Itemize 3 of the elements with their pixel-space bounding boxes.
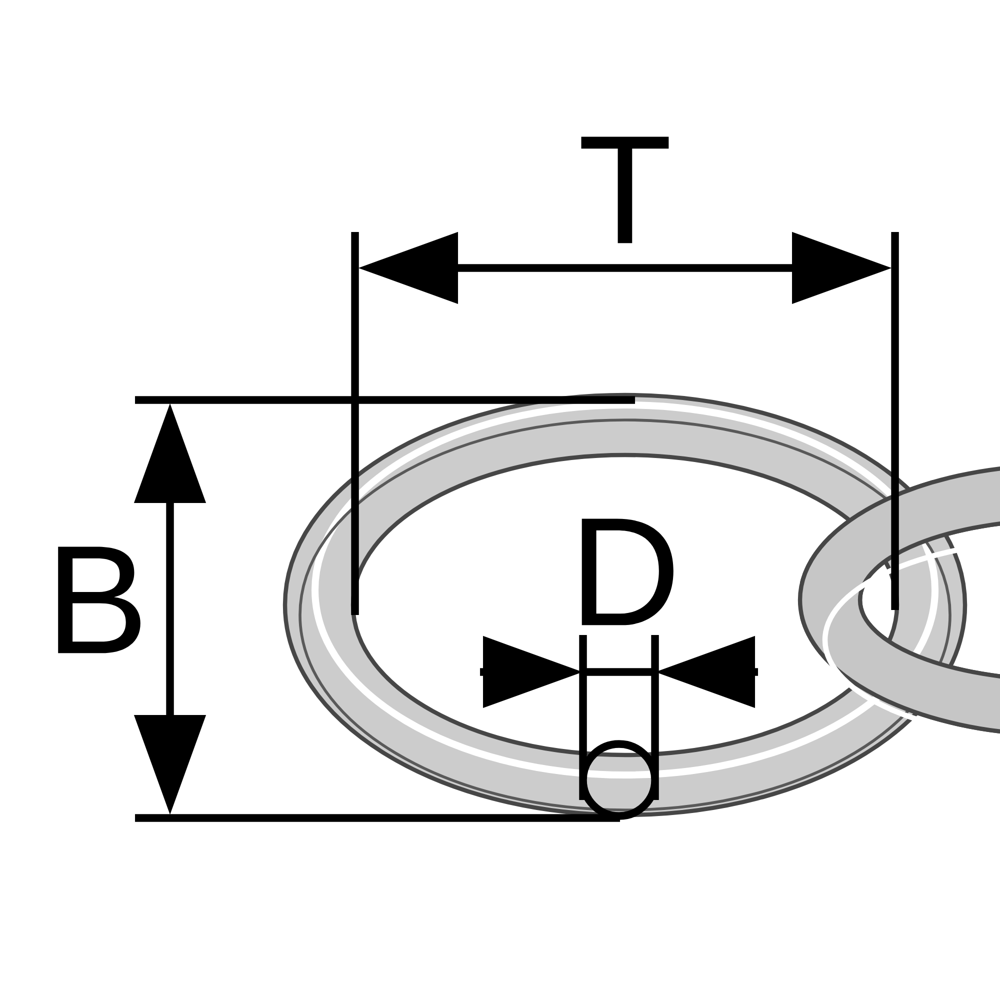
dimension-label: D <box>582 518 674 626</box>
dimension-label: T <box>581 136 669 244</box>
dimension-label: B <box>58 546 140 654</box>
